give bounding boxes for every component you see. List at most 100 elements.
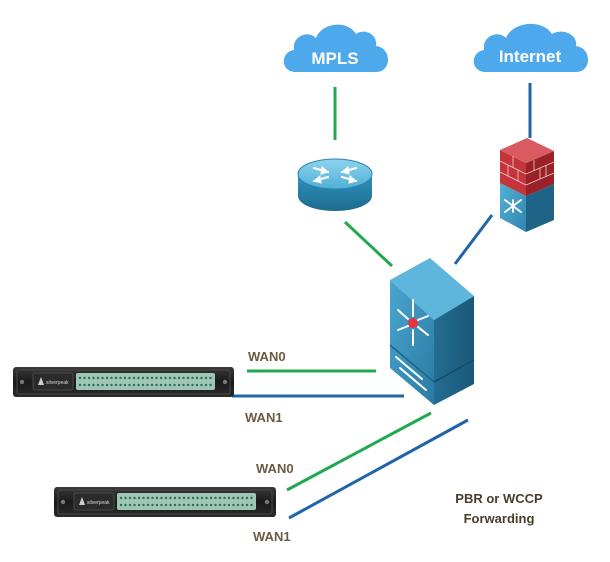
port-led xyxy=(137,376,140,380)
port-led xyxy=(178,496,181,500)
port-led xyxy=(128,383,131,387)
port-led xyxy=(200,383,203,387)
appliance-2-port-panel xyxy=(117,493,256,510)
port-led xyxy=(96,376,100,380)
port-led xyxy=(182,503,186,507)
port-led xyxy=(128,376,131,380)
port-led xyxy=(245,503,249,507)
port-led xyxy=(200,496,204,500)
appliance-1-brand: silverpeak xyxy=(46,380,69,386)
core-switch-icon xyxy=(389,258,475,405)
port-led xyxy=(83,376,86,380)
port-led xyxy=(78,376,82,380)
port-led xyxy=(83,383,86,387)
port-led xyxy=(218,496,222,500)
port-led xyxy=(159,376,163,380)
silverpeak-appliance-2: silverpeak xyxy=(54,487,276,517)
appliance-1-wan1-label: WAN1 xyxy=(245,410,283,425)
appliance2-wan0-link xyxy=(286,411,432,492)
port-led xyxy=(205,503,208,507)
port-led xyxy=(96,383,100,387)
port-led xyxy=(177,376,181,380)
port-led xyxy=(173,376,176,380)
port-led xyxy=(164,376,167,380)
port-led xyxy=(119,503,123,507)
port-led xyxy=(232,496,235,500)
port-led xyxy=(146,376,149,380)
port-led xyxy=(200,503,204,507)
port-led xyxy=(101,383,104,387)
port-led xyxy=(173,503,177,507)
forwarding-note-line2: Forwarding xyxy=(464,511,535,526)
port-led xyxy=(141,383,145,387)
port-led xyxy=(227,503,231,507)
port-led xyxy=(78,383,82,387)
silverpeak-logo-icon xyxy=(38,377,44,385)
port-led xyxy=(177,383,181,387)
links xyxy=(232,83,532,520)
port-led xyxy=(133,503,136,507)
port-led xyxy=(155,496,159,500)
port-led xyxy=(110,383,113,387)
internet-cloud-label: Internet xyxy=(499,47,562,66)
port-led xyxy=(209,503,213,507)
port-led xyxy=(209,496,213,500)
port-led xyxy=(142,503,145,507)
port-led xyxy=(128,496,132,500)
port-led xyxy=(187,496,190,500)
port-led xyxy=(182,496,186,500)
port-led xyxy=(92,383,95,387)
port-led xyxy=(195,383,199,387)
port-led xyxy=(151,503,154,507)
port-led xyxy=(150,376,154,380)
port-led xyxy=(182,383,185,387)
port-led xyxy=(205,496,208,500)
appliance2-wan1-link xyxy=(288,418,469,520)
port-led xyxy=(123,376,127,380)
port-led xyxy=(155,383,158,387)
port-led xyxy=(168,383,172,387)
port-led xyxy=(155,376,158,380)
port-led xyxy=(101,376,104,380)
port-led xyxy=(146,503,150,507)
port-led xyxy=(119,376,122,380)
firewall-icon xyxy=(499,138,555,232)
silverpeak-appliance-1: silverpeak xyxy=(13,367,234,397)
port-led xyxy=(195,376,199,380)
port-led xyxy=(123,383,127,387)
port-led xyxy=(87,376,91,380)
port-led xyxy=(209,376,212,380)
port-led xyxy=(173,496,177,500)
port-led xyxy=(114,376,118,380)
port-led xyxy=(124,496,127,500)
port-led xyxy=(87,383,91,387)
port-led xyxy=(223,496,226,500)
port-led xyxy=(200,376,203,380)
port-led xyxy=(245,496,249,500)
switch-core-dot xyxy=(408,318,418,328)
port-led xyxy=(223,503,226,507)
port-led xyxy=(241,503,244,507)
port-led xyxy=(137,383,140,387)
port-led xyxy=(187,503,190,507)
router-icon xyxy=(297,158,373,211)
port-led xyxy=(218,503,222,507)
port-led xyxy=(119,383,122,387)
port-led xyxy=(132,383,136,387)
port-led xyxy=(191,503,195,507)
port-led xyxy=(160,496,163,500)
appliance-1-port-panel xyxy=(76,373,215,390)
port-led xyxy=(178,503,181,507)
port-led xyxy=(214,496,217,500)
port-led xyxy=(168,376,172,380)
appliance-2-wan1-label: WAN1 xyxy=(253,529,291,544)
port-led xyxy=(110,376,113,380)
port-led xyxy=(124,503,127,507)
port-led xyxy=(214,503,217,507)
port-led xyxy=(164,496,168,500)
port-led xyxy=(133,496,136,500)
port-led xyxy=(155,503,159,507)
port-led xyxy=(146,496,150,500)
port-led xyxy=(227,496,231,500)
port-led xyxy=(186,376,190,380)
